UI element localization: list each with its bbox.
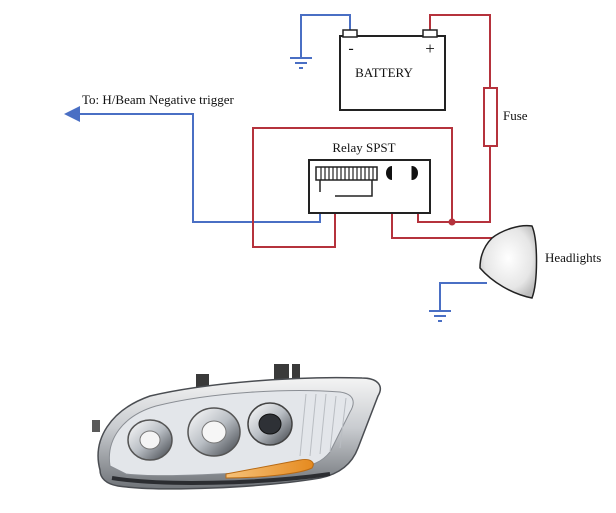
relay-label: Relay SPST: [332, 140, 395, 155]
battery-positive-wire: [429, 14, 491, 88]
headlight-lamp-icon: [479, 224, 538, 299]
battery-label: BATTERY: [355, 65, 413, 80]
relay-coil-icon: [315, 166, 378, 181]
trigger-wire: [74, 113, 321, 223]
junction-dot: [448, 218, 456, 226]
ground-symbol-icon: [290, 57, 312, 69]
headlight-assembly-photo: [92, 364, 382, 490]
battery-negative-label: -: [348, 40, 353, 57]
headlight-ground-wire: [439, 282, 487, 311]
fuse-to-relay-wire: [452, 146, 491, 223]
fuse-label: Fuse: [503, 108, 528, 123]
relay-contact-icon: [386, 166, 418, 180]
relay: Relay SPST: [308, 140, 431, 214]
battery: - + BATTERY: [339, 29, 446, 111]
arrow-left-icon: [64, 106, 80, 122]
fuse: [483, 87, 498, 147]
battery-negative-wire: [300, 14, 351, 58]
headlights-label: Headlights: [545, 250, 601, 265]
battery-positive-label: +: [425, 39, 435, 58]
ground-symbol-icon: [429, 310, 451, 322]
trigger-label: To: H/Beam Negative trigger: [82, 92, 234, 107]
